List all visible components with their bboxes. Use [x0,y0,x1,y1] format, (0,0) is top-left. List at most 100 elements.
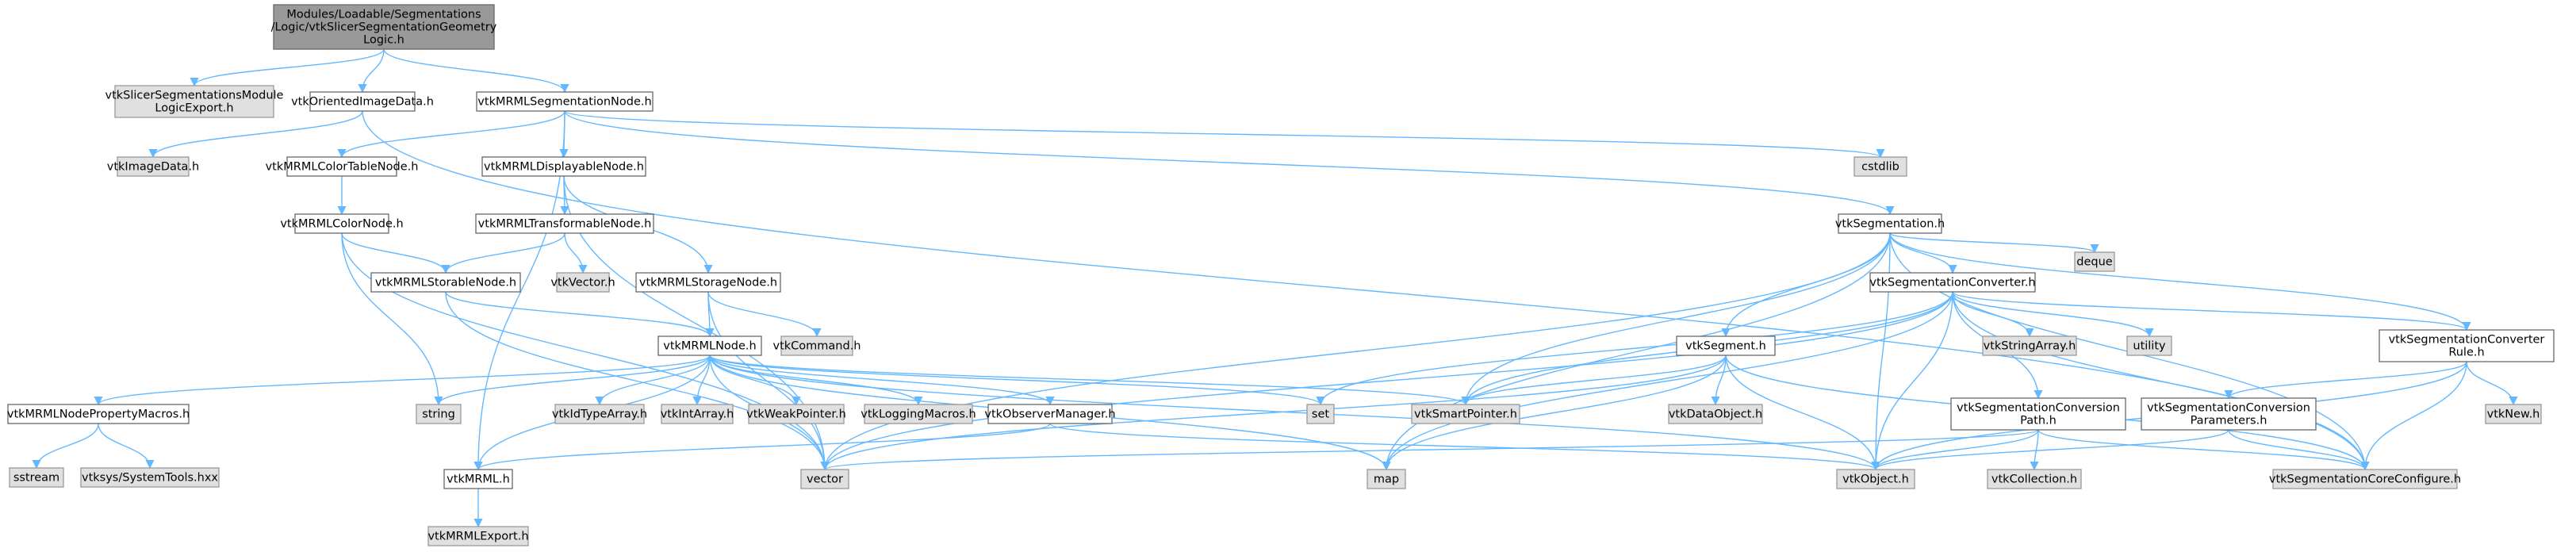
node-box [294,213,389,234]
node-box [475,213,654,234]
node-mrmlexport: vtkMRMLExport.h [427,526,529,546]
node-observer[interactable]: vtkObserverManager.h [984,404,1116,424]
node-label: vtkSegmentation.h [1835,218,1945,231]
edge-root-to-logicexport [190,48,385,87]
node-box [370,272,521,293]
node-vtkvector: vtkVector.h [550,272,615,293]
edge-segconverter-to-map [1382,291,1953,471]
node-label: Logic.h [363,34,404,47]
node-dataobject: vtkDataObject.h [1668,404,1763,424]
node-sstream: sstream [9,467,64,488]
node-label: vtkMRMLTransformableNode.h [478,218,652,231]
node-box [2379,329,2555,362]
node-box [1950,397,2126,431]
edge-transformable-to-storable [441,232,565,274]
node-box [481,156,646,177]
node-mrmlnode[interactable]: vtkMRMLNode.h [657,335,762,356]
node-box [9,467,64,488]
node-box [657,335,762,356]
node-label: vtkCommand.h [773,340,861,353]
node-label: vtkSegmentationConversion [2147,402,2310,415]
node-transformable[interactable]: vtkMRMLTransformableNode.h [475,213,654,234]
node-box [114,85,274,118]
edge-mrmlnode-to-vtkobject [709,355,1880,471]
node-root[interactable]: Modules/Loadable/Segmentations/Logic/vtk… [271,4,497,50]
node-propmacros[interactable]: vtkMRMLNodePropertyMacros.h [7,404,190,424]
node-colortable[interactable]: vtkMRMLColorTableNode.h [266,156,419,177]
node-vtkmrml[interactable]: vtkMRML.h [443,469,513,489]
node-orientedimagedata[interactable]: vtkOrientedImageData.h [291,91,434,112]
edge-observer-to-vtkobject [1049,423,1880,471]
node-label: set [1312,408,1329,421]
edge-mrmlnode-to-smartptr [709,355,1470,406]
node-box [1982,335,2077,356]
edge-mrmlnode-to-set [709,355,1325,406]
node-mrmlsegnode[interactable]: vtkMRMLSegmentationNode.h [476,91,654,112]
node-box [1668,404,1763,424]
edge-root-to-mrmlsegnode [383,48,569,94]
node-storable[interactable]: vtkMRMLStorableNode.h [370,272,521,293]
node-logicexport: vtkSlicerSegmentationsModuleLogicExport.… [105,85,284,118]
edge-propmacros-to-systemtools [98,423,155,470]
edge-storable-to-mrmlnode [445,291,715,338]
edge-colornode-to-string [341,232,443,406]
node-segconverter[interactable]: vtkSegmentationConverter.h [1869,272,2036,293]
edge-segmentation-to-vtkobject [1871,232,1891,471]
edge-orientedimagedata-to-imagedata [148,110,363,159]
node-imagedata: vtkImageData.h [107,156,199,177]
node-label: vtkStringArray.h [1984,340,2076,353]
node-label: vtkMRMLStorageNode.h [639,277,777,289]
node-label: vtkSmartPointer.h [1414,408,1517,421]
node-box [2272,469,2458,489]
node-label: vtkNew.h [2487,408,2540,421]
node-box [1411,404,1520,424]
node-colornode[interactable]: vtkMRMLColorNode.h [280,213,404,234]
node-collection: vtkCollection.h [1987,469,2082,489]
edge-storage-to-command [707,291,822,338]
node-systemtools: vtksys/SystemTools.hxx [80,467,220,488]
node-label: deque [2076,256,2113,269]
edge-mrmlnode-to-observer [709,355,1055,406]
node-box [864,404,973,424]
node-box [748,404,845,424]
nodes: Modules/Loadable/Segmentations/Logic/vtk… [7,4,2555,546]
edge-propmacros-to-sstream [32,423,99,470]
node-label: LogicExport.h [155,102,233,115]
node-box [780,335,853,356]
node-box [286,156,397,177]
node-box [2485,404,2542,424]
node-label: vtkMRMLExport.h [427,531,528,543]
node-label: string [422,408,455,421]
node-string: string [416,404,462,424]
node-box [80,467,220,488]
edge-segment-to-vtkobject [1725,355,1880,471]
node-command: vtkCommand.h [773,335,861,356]
node-box [273,4,495,50]
node-displayable[interactable]: vtkMRMLDisplayableNode.h [481,156,646,177]
node-box [1306,404,1335,424]
edge-segment-to-map [1382,355,1727,471]
edge-segconverter-to-coreconfig [1952,291,2370,471]
node-box [476,91,654,112]
node-box [987,404,1113,424]
node-label: vtkMRMLDisplayableNode.h [484,161,644,174]
node-segmentation[interactable]: vtkSegmentation.h [1835,213,1945,234]
node-label: Rule.h [2448,347,2484,359]
edge-segment-to-vector [820,355,1727,471]
node-label: vtkIdTypeArray.h [552,408,647,421]
edge-segment-to-dataobject [1711,355,1727,406]
node-label: utility [2133,340,2166,353]
node-storage[interactable]: vtkMRMLStorageNode.h [635,272,781,293]
node-label: vector [807,473,843,486]
node-logging: vtkLoggingMacros.h [861,404,976,424]
node-label: vtkObject.h [1842,473,1909,486]
node-utility: utility [2126,335,2172,356]
node-box [554,404,645,424]
node-smartptr: vtkSmartPointer.h [1411,404,1520,424]
node-segment[interactable]: vtkSegment.h [1676,335,1776,356]
node-label: vtkSlicerSegmentationsModule [105,90,284,102]
node-label: vtkLoggingMacros.h [861,408,976,421]
